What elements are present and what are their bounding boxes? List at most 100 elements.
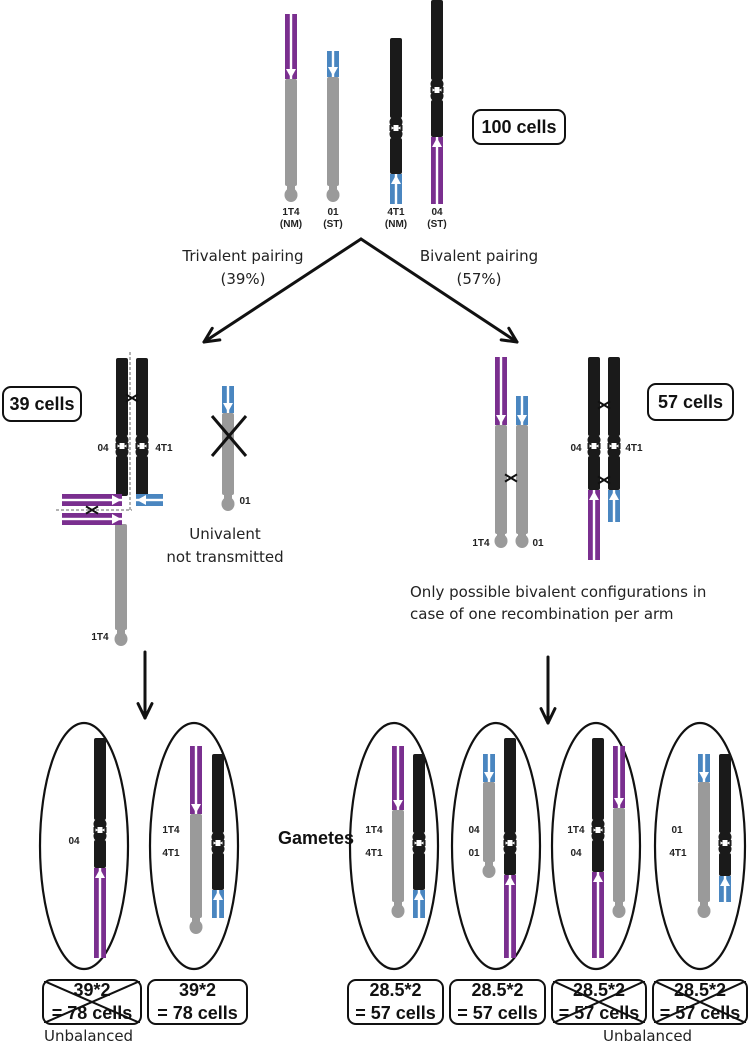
centromere [514,840,517,846]
down-arrow-left-head [136,702,154,720]
gamete-chromosome-1t4 [391,746,405,918]
centromere-gap [507,840,513,846]
trivalent-line2: (39%) [220,270,266,288]
count-line1: 39*2 [178,980,217,1000]
bivalent-line1: Bivalent pairing [419,247,539,265]
count-line2: = 78 cells [51,1003,133,1023]
chromosome-end [482,864,496,878]
chromosome-band [516,425,528,534]
segment-arrow [432,138,442,147]
segment-stripe [396,746,400,810]
gamete-label: 04 [68,836,80,847]
gamete-ellipse [348,721,440,971]
bivalent-label: Bivalent pairing (57%) [404,245,554,291]
centromere [104,827,107,833]
segment-arrow [213,891,223,900]
bivalent-line2: (57%) [456,270,502,288]
recombination-x [597,475,611,485]
chromosome-band [495,425,507,534]
centromere [591,827,594,833]
right-label-4t1: 4T1 [625,443,643,454]
segment-arrow [589,491,599,500]
centromere [729,840,732,846]
centromere [591,818,605,830]
chromosome-band [94,738,106,820]
segment-stripe [226,386,230,413]
gametes-label: Gametes [278,828,355,848]
centromere-gap [722,840,728,846]
centromere [211,840,214,846]
chromosome-band [413,853,425,890]
chromosome-band [136,456,148,496]
gamete-count-box: 28.5*2 = 57 cells [449,979,546,1025]
segment-arrow [191,804,201,813]
chromosome-end [224,493,232,499]
down-arrow-right-head [539,707,557,725]
chromosome-end [612,904,626,918]
centromere [718,831,732,843]
chromosome-band [413,754,425,833]
gamete-ellipse [653,721,747,971]
centromere [400,125,403,131]
chromosome-band [504,738,516,833]
chromosome-end [287,184,295,190]
recombination-x [504,473,518,483]
centromere [607,434,621,446]
segment-stripe [289,14,293,79]
centromere-gap [139,443,145,449]
recombination-x [85,505,99,515]
right-label-1t4: 1T4 [472,538,490,549]
gamete-chromosome-01 [697,754,711,918]
segment-arrow [223,403,233,412]
chromosome-band [136,358,148,436]
centromere [591,830,605,842]
bivalent-04 [587,357,601,560]
centromere [718,843,732,855]
segment-stripe [596,872,600,958]
chromosome-end [117,628,125,634]
segment-arrow [137,495,146,505]
bivalent-1t4 [494,357,508,548]
chromosome-end [192,916,200,922]
centromere [602,827,605,833]
segment-arrow [391,175,401,184]
gamete-count-box: 28.5*2 = 57 cells [652,979,748,1025]
centromere [503,840,506,846]
centromere-gap [215,840,221,846]
gamete-chromosome-1t4 [612,746,626,918]
centromere-gap [416,840,422,846]
chromosome-end [697,904,711,918]
trivalent-4t1 [135,358,149,496]
recombination-x [125,393,139,403]
chromosome-01-top [326,51,340,202]
centromere [135,443,138,449]
chromosome-band [116,358,128,436]
segment-arrow [593,873,603,882]
segment-stripe [508,875,512,958]
gamete-chromosome-4t1 [211,754,225,918]
univalent-line2: not transmitted [166,548,284,566]
segment-stripe [617,746,621,808]
segment-arrow [609,491,619,500]
segment-arrow [95,869,105,878]
chromosome-band [613,808,625,902]
gamete-label: 04 [570,848,582,859]
segment-stripe [499,357,503,425]
chromosome-end [284,188,298,202]
centromere [115,434,129,446]
gamete-label: 01 [671,825,683,836]
label-name: 04 [431,207,443,218]
segment-stripe [520,396,524,425]
chromosome-end [497,530,505,536]
chromosome-04-top [430,0,444,204]
chromosome-band [390,138,402,174]
chromosome-band [504,853,516,875]
chromosome-band [94,840,106,868]
label-name: 1T4 [282,207,300,218]
recombination-x [85,505,99,515]
count-line2: = 57 cells [355,1003,436,1023]
segment-stripe [331,51,335,77]
centromere [115,443,118,449]
gamete-count-box: 28.5*2 = 57 cells [347,979,444,1025]
segment-stripe [394,174,398,204]
